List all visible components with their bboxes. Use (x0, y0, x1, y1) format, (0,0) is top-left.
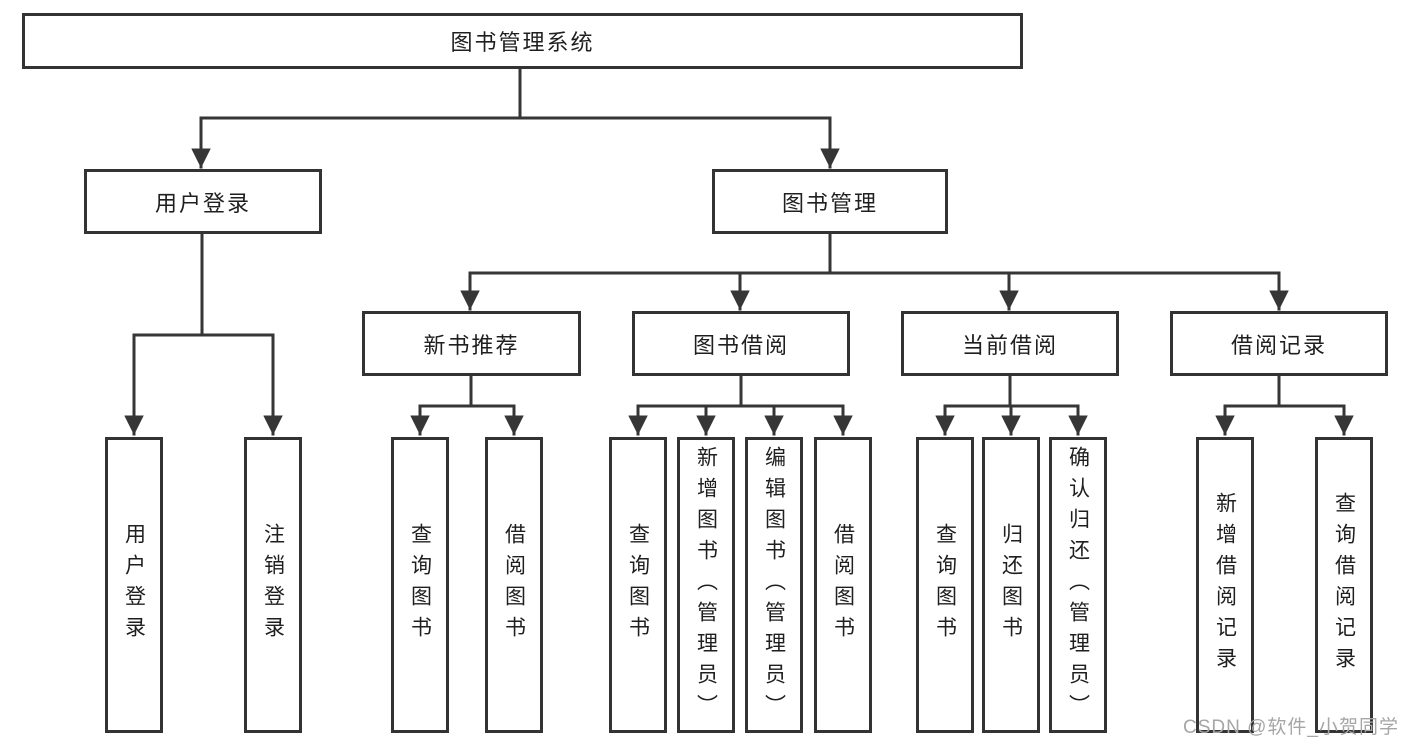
leaf-logout: 注销登录 (244, 437, 302, 733)
leaf-query-books-borrow: 查询图书 (609, 437, 667, 733)
node-current-borrow-label: 当前借阅 (961, 332, 1058, 358)
leaf-borrow-books: 借阅图书 (814, 437, 872, 733)
node-library-management-system: 图书管理系统 (22, 13, 1023, 69)
leaf-add-borrow-record-label: 新增借阅记录 (1213, 492, 1237, 678)
leaf-query-books-recommend-label: 查询图书 (408, 523, 432, 647)
node-new-book-recommend: 新书推荐 (362, 311, 581, 376)
leaf-borrow-books-label: 借阅图书 (831, 523, 855, 647)
leaf-borrow-books-recommend: 借阅图书 (485, 437, 543, 733)
node-user-login-label: 用户登录 (154, 190, 251, 216)
node-borrow-records-label: 借阅记录 (1230, 332, 1327, 358)
node-book-borrow: 图书借阅 (632, 311, 850, 376)
leaf-return-books: 归还图书 (982, 437, 1040, 733)
leaf-add-borrow-record: 新增借阅记录 (1196, 437, 1254, 733)
leaf-logout-label: 注销登录 (261, 523, 285, 647)
leaf-borrow-books-recommend-label: 借阅图书 (502, 523, 526, 647)
leaf-query-books-borrow-label: 查询图书 (626, 523, 650, 647)
node-current-borrow: 当前借阅 (901, 311, 1119, 376)
leaf-query-books-recommend: 查询图书 (391, 437, 449, 733)
leaf-edit-book-admin-label: 编辑图书（管理员） (762, 445, 786, 725)
node-borrow-records: 借阅记录 (1170, 311, 1388, 376)
node-book-management-label: 图书管理 (781, 190, 878, 216)
node-book-borrow-label: 图书借阅 (692, 332, 789, 358)
leaf-query-borrow-record-label: 查询借阅记录 (1332, 492, 1356, 678)
leaf-return-books-label: 归还图书 (999, 523, 1023, 647)
leaf-query-borrow-record: 查询借阅记录 (1315, 437, 1373, 733)
node-book-management: 图书管理 (712, 169, 948, 234)
leaf-confirm-return-admin: 确认归还（管理员） (1049, 437, 1107, 733)
leaf-confirm-return-admin-label: 确认归还（管理员） (1066, 445, 1090, 725)
leaf-edit-book-admin: 编辑图书（管理员） (745, 437, 803, 733)
csdn-watermark: CSDN @软件_小贺同学 (1183, 717, 1399, 738)
leaf-user-login: 用户登录 (105, 437, 163, 733)
leaf-query-books-current: 查询图书 (916, 437, 974, 733)
leaf-query-books-current-label: 查询图书 (933, 523, 957, 647)
node-user-login: 用户登录 (84, 169, 322, 234)
leaf-add-book-admin-label: 新增图书（管理员） (694, 445, 718, 725)
leaf-add-book-admin: 新增图书（管理员） (677, 437, 735, 733)
node-library-management-system-label: 图书管理系统 (450, 30, 595, 55)
node-new-book-recommend-label: 新书推荐 (423, 332, 520, 358)
leaf-user-login-label: 用户登录 (122, 523, 146, 647)
